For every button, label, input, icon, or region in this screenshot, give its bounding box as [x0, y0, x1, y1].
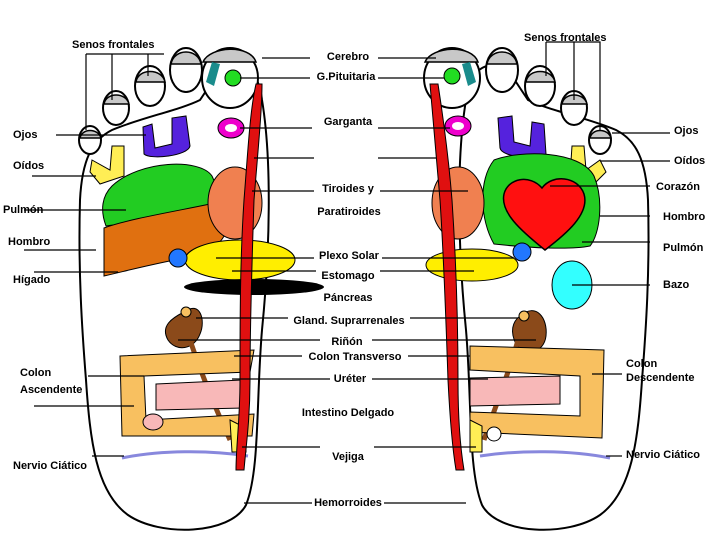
label-plexo-solar: Plexo Solar — [319, 250, 379, 262]
label-vejiga: Vejiga — [332, 451, 364, 463]
right-stomach — [425, 248, 519, 282]
left-kidney — [164, 307, 203, 349]
label-right-pulmon: Pulmón — [663, 242, 704, 254]
label-right-oidos: Oídos — [674, 155, 706, 167]
left-eyes — [142, 115, 191, 158]
left-adrenal — [180, 306, 192, 318]
label-estomago: Estomago — [321, 270, 375, 282]
right-big-toe-teal — [462, 62, 476, 86]
label-cerebro: Cerebro — [326, 51, 370, 63]
left-foot — [78, 47, 324, 531]
right-sciatic — [479, 450, 611, 460]
right-adrenal — [518, 310, 530, 322]
left-pituitary — [224, 69, 242, 87]
right-rectum — [486, 426, 502, 442]
label-left-ciatico: Nervio Ciático — [13, 460, 87, 472]
label-pituitaria: G.Pituitaria — [316, 71, 376, 83]
right-big-toe-sinus — [423, 48, 480, 63]
right-throat-center — [452, 122, 464, 130]
label-right-ciatico: Nervio Ciático — [626, 449, 700, 461]
right-foot — [423, 47, 650, 531]
label-right-colon: Colon — [626, 358, 658, 370]
left-ears — [89, 145, 125, 185]
right-pituitary — [443, 67, 461, 85]
label-left-senos: Senos frontales — [72, 39, 155, 51]
label-ureter: Uréter — [333, 373, 367, 385]
label-intestino-delgado: Intestino Delgado — [301, 407, 395, 419]
left-solar-plexus — [168, 248, 188, 268]
label-left-hombro: Hombro — [8, 236, 51, 248]
right-intestine — [469, 375, 561, 407]
left-intestine — [155, 379, 245, 411]
label-right-senos: Senos frontales — [524, 32, 607, 44]
label-paratiroides: Paratiroides — [317, 206, 381, 218]
right-colon — [469, 345, 605, 439]
left-spine — [235, 83, 263, 471]
label-right-descendente: Descendente — [626, 372, 695, 384]
label-garganta: Garganta — [323, 116, 373, 128]
label-left-ojos: Ojos — [13, 129, 38, 141]
label-left-oidos: Oídos — [13, 160, 45, 172]
label-left-pulmon: Pulmón — [3, 204, 44, 216]
label-pancreas: Páncreas — [323, 292, 373, 304]
left-toe-4-sinus — [103, 94, 130, 105]
right-heart — [502, 178, 586, 251]
label-colon-transverso: Colon Transverso — [308, 351, 402, 363]
label-left-ascendente: Ascendente — [20, 384, 83, 396]
left-toe-3-sinus — [135, 70, 166, 83]
label-tiroides: Tiroides y — [322, 183, 374, 195]
right-toe-2-sinus — [486, 51, 518, 65]
label-right-bazo: Bazo — [663, 279, 690, 291]
right-foot-outline — [458, 64, 650, 531]
left-throat-center — [225, 124, 237, 132]
left-big-toe-teal — [206, 62, 220, 86]
leader-lines — [24, 41, 670, 504]
label-left-higado: Hígado — [13, 274, 51, 286]
left-toe-2-sinus — [170, 51, 202, 65]
left-big-toe-sinus — [201, 48, 258, 63]
label-right-ojos: Ojos — [674, 125, 699, 137]
left-pancreas — [184, 279, 324, 295]
label-rinon: Riñón — [331, 336, 363, 348]
right-spine — [429, 83, 465, 471]
label-left-colon: Colon — [20, 367, 52, 379]
right-bladder — [469, 419, 483, 453]
label-right-hombro: Hombro — [663, 211, 706, 223]
label-hemorroides: Hemorroides — [314, 497, 382, 509]
left-sciatic — [121, 450, 249, 460]
right-toe-5-sinus — [589, 129, 613, 139]
right-toe-3-sinus — [525, 70, 556, 83]
label-right-corazon: Corazón — [656, 181, 700, 193]
left-stomach — [184, 239, 296, 281]
right-solar-plexus — [512, 242, 532, 262]
label-suprarrenales: Gland. Suprarrenales — [293, 315, 405, 327]
left-appendix — [142, 413, 164, 431]
